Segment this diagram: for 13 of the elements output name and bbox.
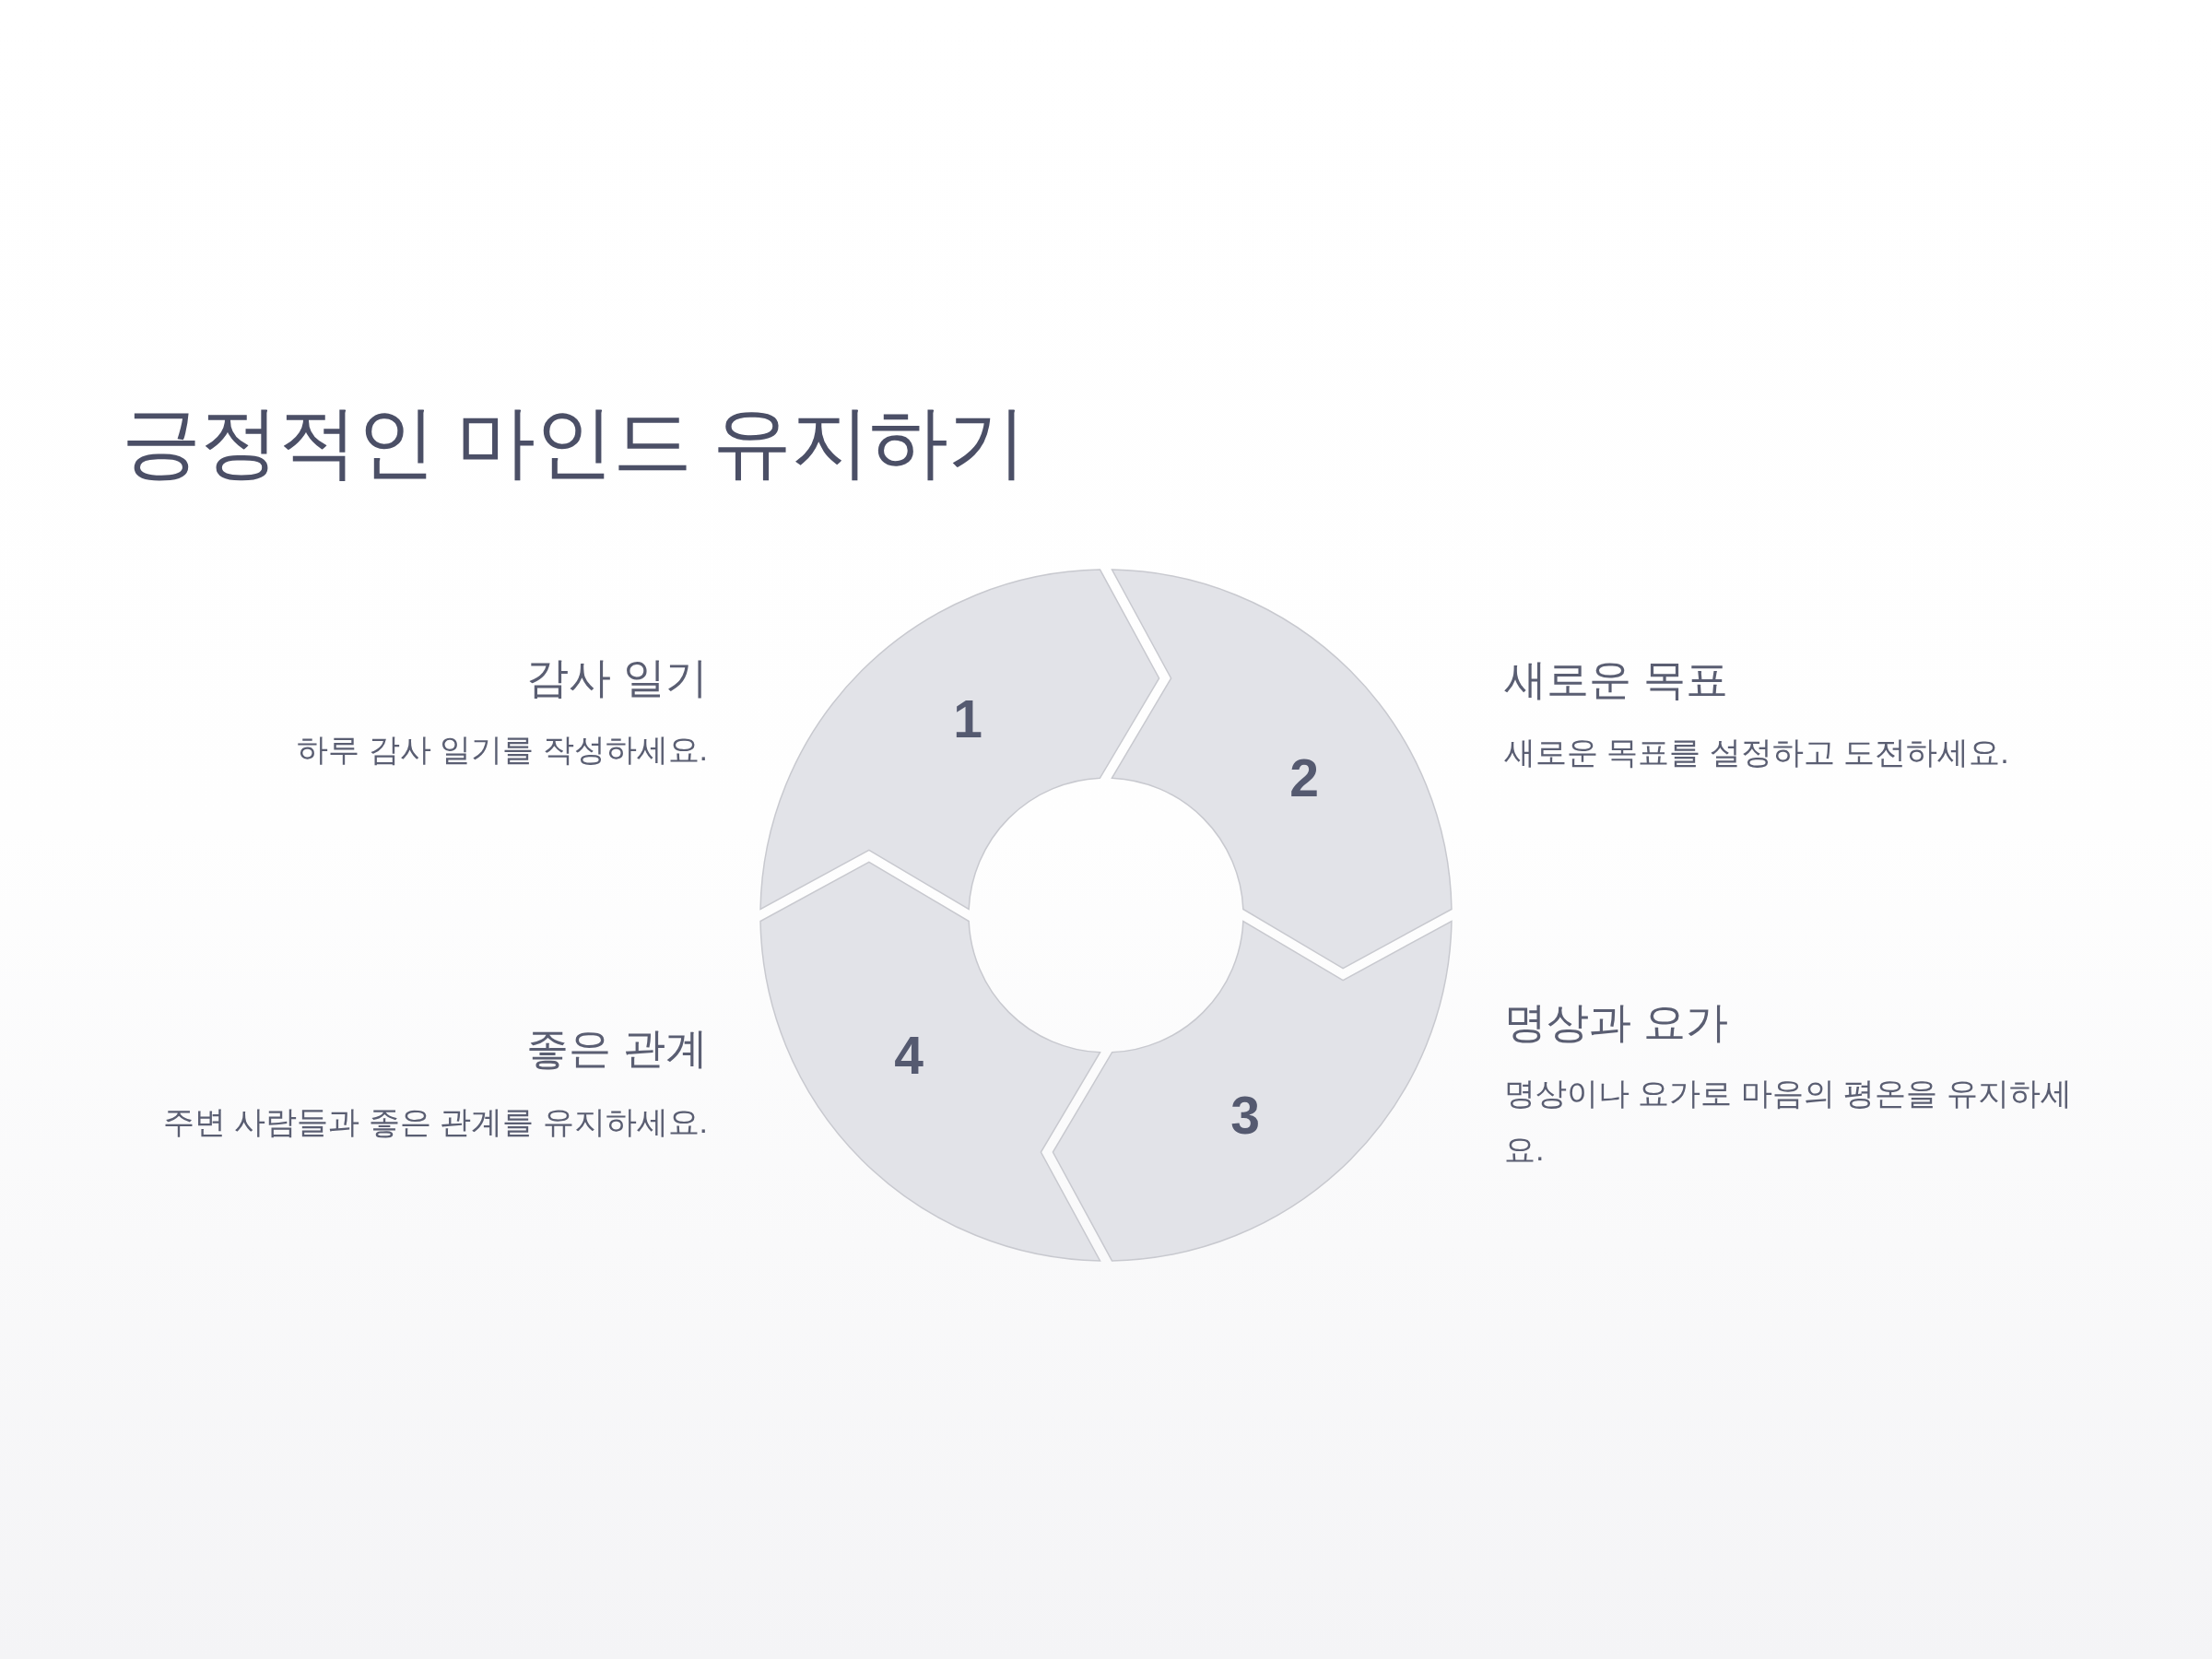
step-number: 2 — [1289, 751, 1319, 805]
step-description: 하루 감사 일기를 작성하세요. — [296, 731, 708, 769]
step-title: 감사 일기 — [526, 653, 708, 703]
step-description: 주변 사람들과 좋은 관계를 유지하세요. — [161, 1103, 708, 1141]
title: 긍정적인 마인드 유지하기 — [122, 396, 1026, 488]
step-number: 3 — [1230, 1088, 1260, 1142]
step-title: 좋은 관계 — [526, 1023, 708, 1074]
step-description: 새로운 목표를 설정하고 도전하세요. — [1504, 734, 2010, 771]
step-description: 명상이나 요가로 마음의 평온을 유지하세요. — [1504, 1075, 2073, 1170]
step-title: 새로운 목표 — [1504, 654, 1728, 705]
step-number: 4 — [894, 1029, 924, 1082]
step-number: 1 — [953, 692, 982, 746]
step-title: 명상과 요가 — [1504, 997, 1728, 1048]
